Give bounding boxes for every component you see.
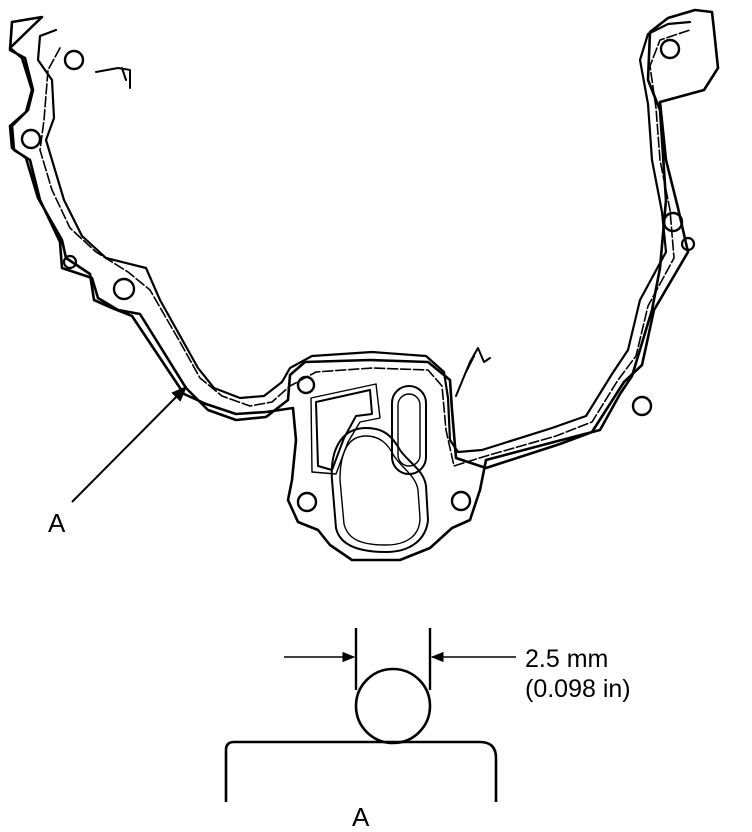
cross-section-detail [224, 628, 516, 802]
gasket-tab-center [455, 347, 491, 397]
gasket-outer-edge [8, 8, 720, 562]
dimension-imperial: (0.098 in) [525, 675, 631, 703]
sealing-surface [224, 740, 498, 802]
bolt-hole [680, 236, 696, 252]
bolt-hole [662, 211, 684, 233]
bolt-hole [296, 491, 318, 513]
bolt-hole [20, 128, 42, 150]
bolt-hole [62, 254, 78, 270]
bolt-hole [296, 375, 316, 395]
dimension-metric: 2.5 mm [525, 645, 608, 673]
bolt-hole [63, 49, 85, 71]
callout-label-a-top: A [48, 508, 66, 538]
callout-arrow [71, 385, 188, 503]
bolt-hole [631, 395, 653, 417]
gasket-tab-left [95, 67, 131, 89]
bolt-hole [659, 38, 681, 60]
bolt-hole [112, 277, 136, 301]
bolt-hole [450, 490, 472, 512]
gasket-bead-line [39, 29, 691, 467]
gasket-inner-edge [36, 20, 692, 454]
pump-port [310, 383, 429, 553]
bead-cross-section [354, 667, 432, 745]
gasket-outline [8, 8, 720, 562]
callout-label-a-bottom: A [352, 802, 370, 832]
